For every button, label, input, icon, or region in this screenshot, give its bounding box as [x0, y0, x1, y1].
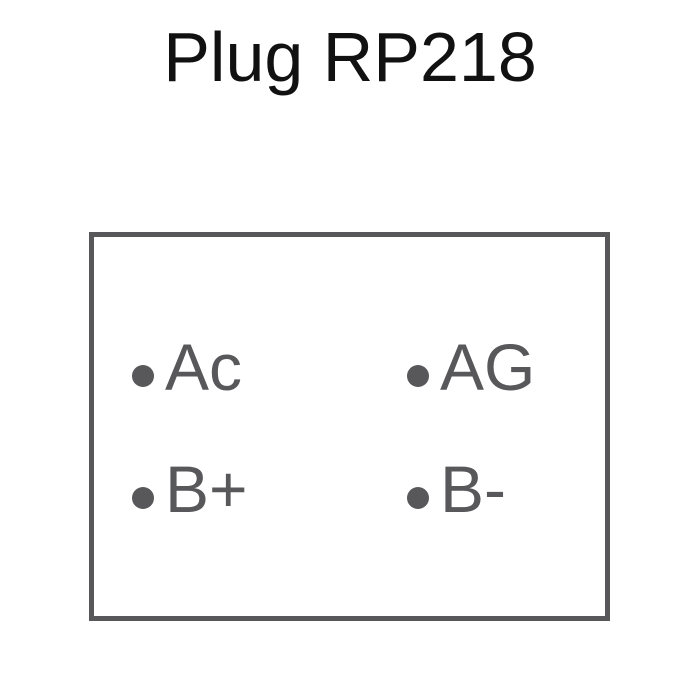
pin-dot-icon [132, 365, 154, 387]
pin-ac: Ac [132, 334, 242, 400]
pin-ag: AG [407, 334, 535, 400]
plug-outline [89, 232, 610, 621]
pin-dot-icon [132, 487, 154, 509]
pin-label: Ac [165, 330, 243, 404]
diagram-title: Plug RP218 [163, 18, 537, 96]
pin-dot-icon [407, 365, 429, 387]
pin-label: B+ [165, 452, 248, 526]
pin-b-plus: B+ [132, 456, 248, 522]
pin-label: B- [440, 452, 506, 526]
pin-dot-icon [407, 487, 429, 509]
pin-label: AG [440, 330, 536, 404]
pin-b-minus: B- [407, 456, 506, 522]
